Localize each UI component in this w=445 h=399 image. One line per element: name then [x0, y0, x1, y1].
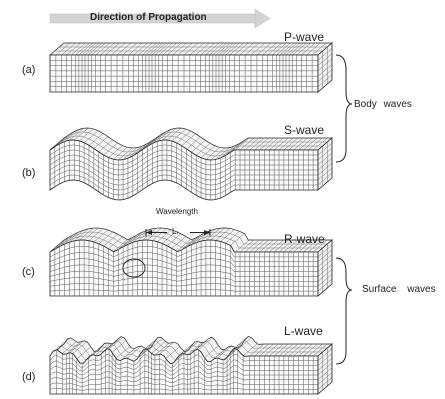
s-wave-block [49, 127, 333, 201]
direction-of-propagation-label: Direction of Propagation [90, 12, 207, 23]
r-wave-label: R-wave [284, 232, 325, 246]
wavelength-symbol: Lᵣ [172, 227, 179, 236]
panel-label-d: (d) [22, 371, 36, 383]
p-wave-label: P-wave [284, 30, 325, 44]
panel-label-b: (b) [22, 167, 36, 179]
panel-label-c: (c) [22, 266, 35, 278]
wavelength-annotation [145, 229, 211, 236]
r-wave-block [49, 227, 333, 297]
panel-label-a: (a) [22, 64, 36, 76]
propagation-arrow [49, 8, 271, 29]
surface-waves-bracket [335, 257, 353, 365]
s-wave-label: S-wave [284, 123, 325, 137]
particle-orbit-circle [122, 258, 146, 278]
body-waves-bracket [335, 54, 353, 163]
l-wave-label: L-wave [284, 324, 323, 338]
p-wave-block [49, 42, 333, 93]
wavelength-label: Wavelength [156, 207, 198, 216]
l-wave-block [49, 335, 333, 395]
surface-waves-label: Surface waves [362, 284, 436, 295]
body-waves-label: Body waves [354, 99, 412, 110]
